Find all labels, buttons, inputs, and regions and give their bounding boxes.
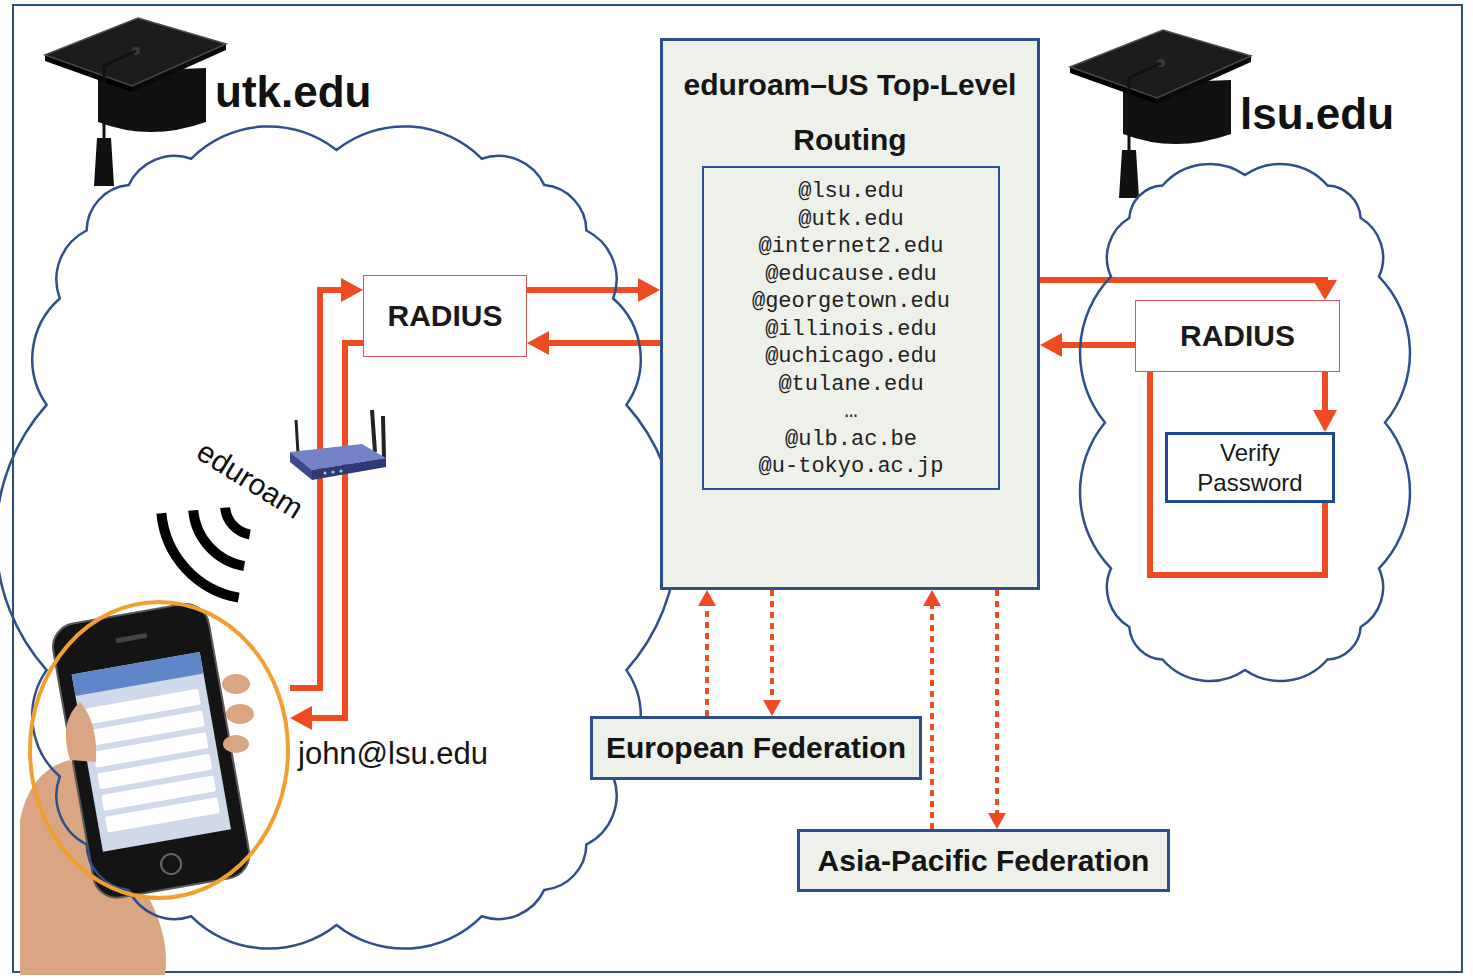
arrow-head (988, 813, 1006, 829)
radius-flow-arrow (1313, 372, 1337, 432)
realm-entry: @tulane.edu (778, 371, 923, 399)
federation-box: Asia-Pacific Federation (797, 829, 1170, 892)
graduation-cap (1070, 30, 1251, 198)
wifi-symbol (161, 508, 249, 598)
radius-flow-arrow (290, 278, 363, 688)
arrow-head (1040, 333, 1062, 357)
box-title: eduroam–US Top-Level Routing (663, 57, 1037, 167)
campus-cloud: lsu.eduRADIUS Verify Password (1080, 25, 1420, 700)
user-device: john@lsu.edu (28, 600, 290, 900)
arrow-head (698, 590, 716, 606)
realm-entry: @lsu.edu (798, 178, 904, 206)
box-label: Asia-Pacific Federation (818, 843, 1150, 879)
box-label: European Federation (606, 730, 906, 766)
cloud-shape (0, 126, 677, 948)
realm-entry: @utk.edu (798, 206, 904, 234)
federation-link (923, 590, 941, 829)
realm-entry: @educause.edu (765, 261, 937, 289)
connector-line (548, 340, 660, 346)
realm-entry: @internet2.edu (759, 233, 944, 261)
realm-entry: … (844, 398, 857, 426)
text-group: RADIUS (387, 298, 502, 334)
domain-title: utk.edu (215, 67, 371, 117)
highlight-ellipse (30, 602, 288, 898)
connector-line (705, 605, 709, 716)
connector-line (770, 590, 774, 701)
cloud-shape (1080, 164, 1410, 681)
text-group: European Federation (606, 730, 906, 766)
connector-line (1061, 342, 1135, 348)
connector-line (930, 605, 934, 829)
routing-box: eduroam–US Top-Level Routing@lsu.edu@utk… (660, 38, 1040, 590)
box-label: Verify Password (1185, 438, 1315, 498)
arrow-head (923, 590, 941, 606)
domain-title: lsu.edu (1240, 89, 1394, 139)
cloud-outline (20, 20, 660, 955)
connector-line (995, 590, 999, 814)
arrow-head (341, 278, 363, 302)
campus-cloud: utk.eduRADIUS john@lsu.edu (20, 20, 660, 955)
graduation-cap (45, 18, 226, 186)
wifi-router (290, 410, 386, 480)
arrow-head (1313, 410, 1337, 432)
box-label: RADIUS (387, 298, 502, 334)
arrow-head (527, 331, 549, 355)
device-circle (28, 600, 290, 900)
verify-box: Verify Password (1165, 432, 1335, 503)
radius-flow-arrow (1040, 333, 1135, 357)
realm-entry: @u-tokyo.ac.jp (759, 453, 944, 481)
radius-flow-arrow (290, 343, 363, 730)
connector-line (311, 343, 363, 718)
arrow-head (1313, 280, 1337, 300)
realm-list: @lsu.edu@utk.edu@internet2.edu@educause.… (702, 166, 1000, 490)
radius-server: RADIUS (363, 275, 527, 357)
connector-line (1040, 280, 1325, 281)
user-id: john@lsu.edu (298, 736, 488, 772)
network-name: eduroam (189, 433, 311, 527)
text-group: RADIUS (1180, 318, 1295, 354)
federation-box: European Federation (590, 716, 922, 780)
realm-entry: @ulb.ac.be (785, 426, 917, 454)
federation-link (988, 590, 1006, 829)
federation-link (698, 590, 716, 716)
connector-line (1322, 372, 1328, 411)
radius-server: RADIUS (1135, 300, 1340, 372)
box-label: RADIUS (1180, 318, 1295, 354)
arrow-head (638, 278, 660, 302)
arrow-head (763, 700, 781, 716)
radius-flow-arrow (1150, 372, 1325, 575)
text-group: Verify Password (1185, 438, 1315, 498)
federation-link (763, 590, 781, 716)
connector-line (527, 287, 639, 293)
radius-flow-arrow (1040, 280, 1337, 300)
realm-entry: @georgetown.edu (752, 288, 950, 316)
arrow-head (290, 706, 312, 730)
radius-flow-arrow (527, 278, 660, 302)
realm-entry: @uchicago.edu (765, 343, 937, 371)
text-group: Asia-Pacific Federation (818, 843, 1150, 879)
hand-with-phone (20, 600, 254, 975)
frame (13, 5, 1462, 972)
realm-entry: @illinois.edu (765, 316, 937, 344)
connector-line (1150, 372, 1325, 575)
